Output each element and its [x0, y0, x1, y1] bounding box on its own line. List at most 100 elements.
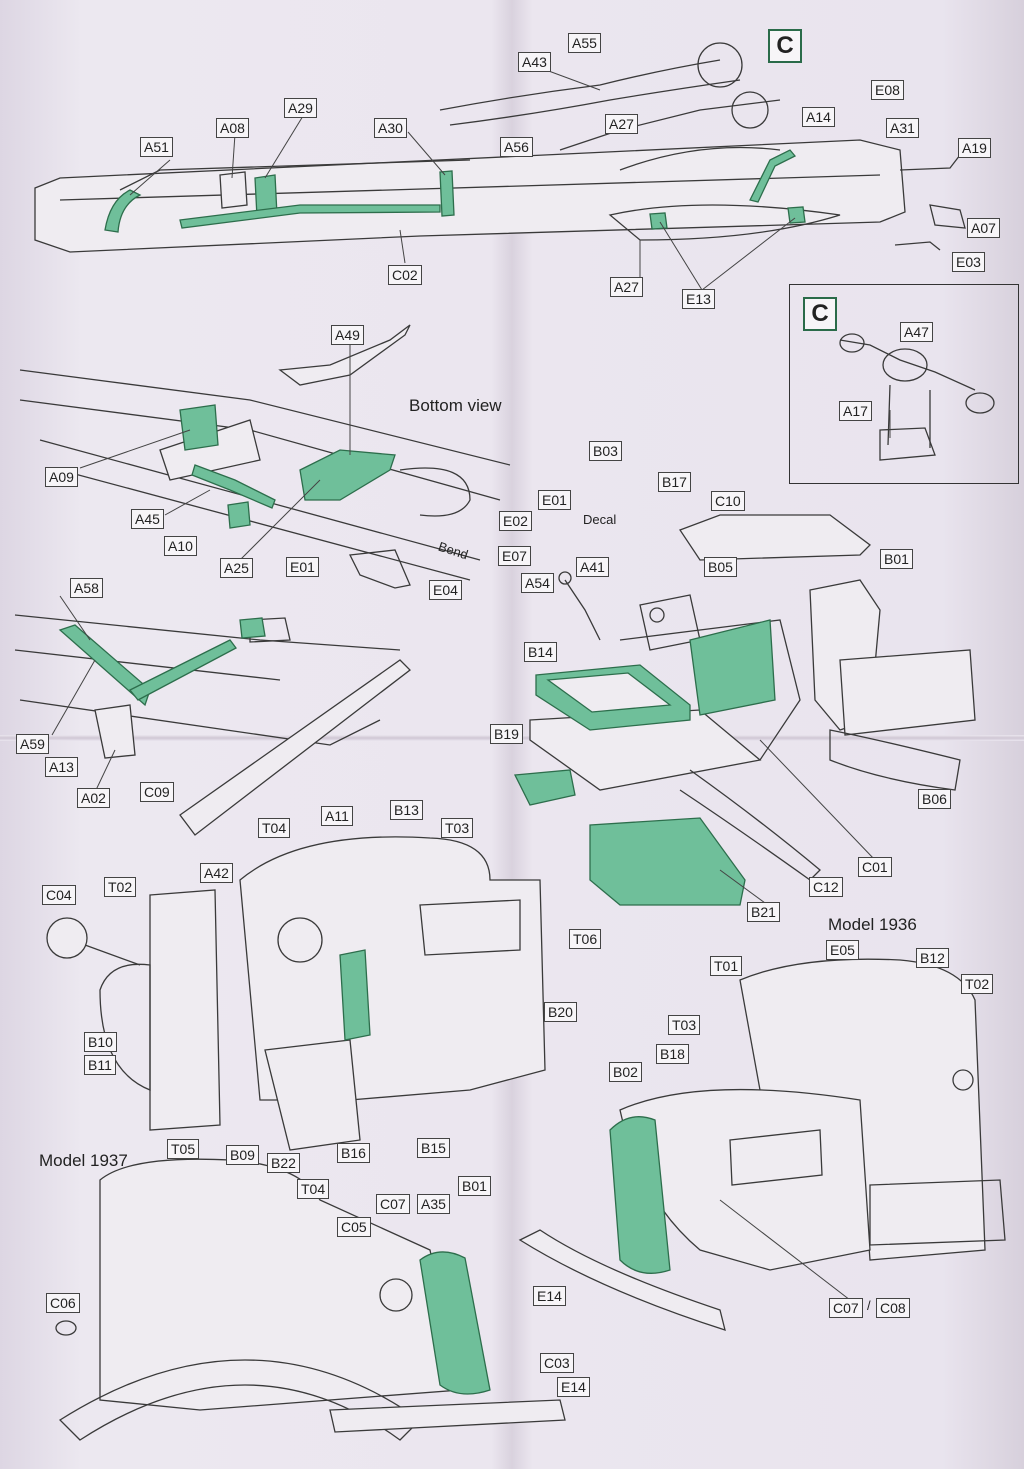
caption-bottom-view: Bottom view: [409, 396, 502, 415]
part-label: E14: [533, 1286, 566, 1306]
part-label: E03: [952, 252, 985, 272]
chassis-frame-drawing: [34, 42, 966, 253]
part-label: T04: [258, 818, 291, 838]
part-label: A30: [374, 118, 407, 138]
part-label: C12: [809, 877, 843, 897]
part-label: C02: [388, 265, 422, 285]
part-label: B15: [417, 1138, 450, 1158]
part-label: C05: [337, 1217, 371, 1237]
part-label: A08: [216, 118, 249, 138]
part-label: C03: [540, 1353, 574, 1373]
cab-interior-drawing: [529, 514, 976, 881]
caption-model-1936: Model 1936: [828, 915, 917, 934]
part-label: B03: [589, 441, 622, 461]
part-label: B09: [226, 1145, 259, 1165]
part-label: T02: [961, 974, 994, 994]
part-label: B11: [84, 1055, 116, 1075]
inset-marker-c: C: [803, 297, 837, 331]
slash-separator: /: [867, 1298, 871, 1313]
part-label: A41: [576, 557, 609, 577]
part-label: A14: [802, 107, 835, 127]
part-label: A27: [610, 277, 643, 297]
part-label: A45: [131, 509, 164, 529]
part-label: E01: [538, 490, 571, 510]
bottom-view-drawing: [19, 324, 511, 589]
part-label: B01: [880, 549, 913, 569]
part-label: A31: [886, 118, 919, 138]
part-label: A07: [967, 218, 1000, 238]
bottom-view-highlighted-parts: [179, 404, 396, 529]
part-label: A55: [568, 33, 601, 53]
leader-lines: [51, 69, 891, 1301]
part-label: A25: [220, 558, 253, 578]
part-label: E05: [826, 940, 859, 960]
part-label: E04: [429, 580, 462, 600]
part-label: A29: [284, 98, 317, 118]
part-label: C07: [376, 1194, 410, 1214]
model-1936-drawing: [518, 958, 1006, 1331]
part-label: C01: [858, 857, 892, 877]
part-label: B20: [544, 1002, 577, 1022]
part-label: A02: [77, 788, 110, 808]
part-label: B10: [84, 1032, 117, 1052]
part-label: A58: [70, 578, 103, 598]
part-label: A27: [605, 114, 638, 134]
part-label: A35: [417, 1194, 450, 1214]
part-label: A09: [45, 467, 78, 487]
part-label: B14: [524, 642, 557, 662]
part-label: A19: [958, 138, 991, 158]
part-label: T03: [668, 1015, 701, 1035]
cab-body-highlighted-parts: [339, 949, 371, 1041]
caption-model-1937: Model 1937: [39, 1151, 128, 1170]
part-label: T02: [104, 877, 137, 897]
part-label: T01: [710, 956, 743, 976]
section-marker-c: C: [768, 29, 802, 63]
part-label: B17: [658, 472, 691, 492]
part-label: B01: [458, 1176, 491, 1196]
part-label: A13: [45, 757, 78, 777]
part-label: T03: [441, 818, 474, 838]
part-label: C10: [711, 491, 745, 511]
part-label: E14: [557, 1377, 590, 1397]
part-label: B19: [490, 724, 523, 744]
part-label: T06: [569, 929, 602, 949]
chassis-highlighted-parts: [104, 149, 806, 233]
front-suspension-highlighted-parts: [58, 617, 266, 707]
part-label: B18: [656, 1044, 689, 1064]
part-label: E08: [871, 80, 904, 100]
part-label: B12: [916, 948, 949, 968]
part-label: B22: [267, 1153, 300, 1173]
front-suspension-drawing: [14, 614, 411, 836]
part-label: E07: [498, 546, 531, 566]
part-label: A54: [521, 573, 554, 593]
part-label: B13: [390, 800, 423, 820]
model-1937-drawing: [55, 1158, 566, 1441]
axle-inset-box: [789, 284, 1019, 484]
part-label: A43: [518, 52, 551, 72]
cab-body-drawing: [46, 836, 546, 1151]
part-label: T05: [167, 1139, 200, 1159]
part-label: T04: [297, 1179, 330, 1199]
part-label: C07: [829, 1298, 863, 1318]
model-1937-grille: [419, 1251, 491, 1395]
part-label: B02: [609, 1062, 642, 1082]
cab-interior-highlighted-parts: [513, 619, 776, 906]
part-label: B05: [704, 557, 737, 577]
part-label: E01: [286, 557, 319, 577]
part-label: B06: [918, 789, 951, 809]
part-label: A10: [164, 536, 197, 556]
part-label: E02: [499, 511, 532, 531]
part-label: A49: [331, 325, 364, 345]
part-label: A42: [200, 863, 233, 883]
part-label: C08: [876, 1298, 910, 1318]
part-label: A56: [500, 137, 533, 157]
part-label: A11: [321, 806, 353, 826]
part-label: A47: [900, 322, 933, 342]
part-label: C09: [140, 782, 174, 802]
part-label: C04: [42, 885, 76, 905]
part-label: B16: [337, 1143, 370, 1163]
part-label: A59: [16, 734, 49, 754]
model-1936-grille: [609, 1116, 671, 1274]
part-label: E13: [682, 289, 715, 309]
